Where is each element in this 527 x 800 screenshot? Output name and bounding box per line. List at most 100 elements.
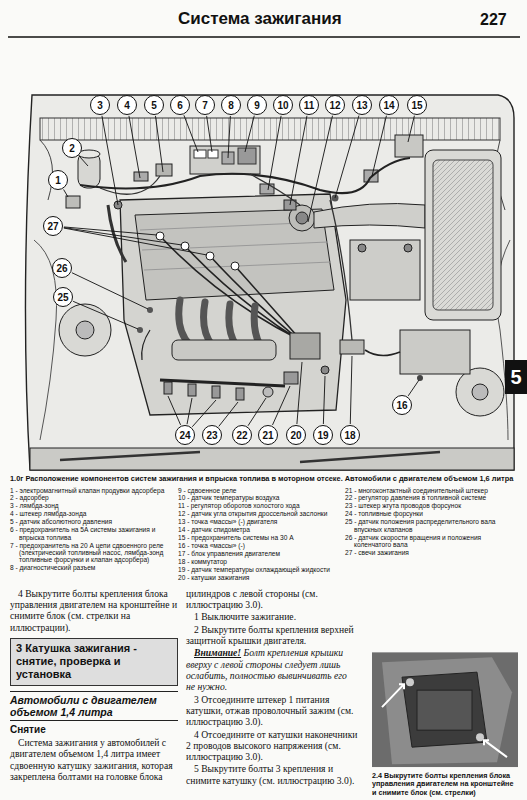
node-text: 1 (55, 175, 61, 186)
legend-entry: 9 - сдвоенное реле (178, 487, 338, 494)
node-text: 2 (69, 143, 75, 154)
node-text: 5 (151, 100, 157, 111)
photo-figure (372, 652, 518, 767)
leader-line (268, 116, 281, 190)
callout-number: 11 (299, 95, 319, 115)
legend-entry: 8 - диагностический разъем (10, 564, 170, 571)
chapter-tab: 5 (505, 360, 527, 394)
legend-entry: 12 - датчик угла открытия дроссельной за… (178, 510, 338, 517)
legend-entry: 26 - датчик скорости вращения и положени… (345, 534, 515, 549)
leader-line (187, 398, 192, 424)
node-text: 12 (329, 100, 340, 111)
legend-entry: 5 - датчик абсолютного давления (10, 518, 170, 525)
leader-line (168, 396, 181, 425)
node-text: 11 (304, 100, 315, 111)
legend-entry: 16 - точка «массы» (-) (178, 542, 338, 549)
node-text: 9 (254, 100, 260, 111)
callout-number: 22 (232, 425, 252, 445)
node-text: 4 (124, 100, 130, 111)
leader-line (64, 228, 207, 255)
node-text: 22 (236, 430, 247, 441)
node-text: 14 (383, 100, 394, 111)
node-text: 6 (177, 100, 183, 111)
legend-entry: 24 - топливные форсунки (345, 510, 515, 517)
node-text: 20 (290, 430, 301, 441)
leader-line (273, 386, 290, 425)
callout-number: 12 (325, 95, 345, 115)
legend-entry: 1 - электромагнитный клапан продувки адс… (10, 487, 170, 494)
node-text: 19 (317, 430, 328, 441)
body-paragraph: 2 Выкрутите болты крепления верхней защи… (186, 624, 358, 647)
leader-line (64, 189, 68, 197)
running-title: Система зажигания (178, 9, 342, 29)
callout-number: 13 (352, 95, 372, 115)
body-paragraph: 1 Выключите зажигание. (186, 611, 358, 622)
leader-line (408, 380, 419, 396)
body-paragraph: цилиндров с левой стороны (см. иллюстрац… (186, 588, 358, 611)
callout-number: 4 (117, 95, 137, 115)
node-text: 21 (262, 430, 273, 441)
callout-number: 26 (52, 258, 72, 278)
legend-entry: 25 - датчик положения распределительного… (345, 518, 515, 533)
node-text: 13 (356, 100, 367, 111)
legend-entry: 3 - лямбда-зонд (10, 502, 170, 509)
leader-line (335, 116, 359, 198)
leader-line (350, 356, 352, 424)
legend-entry: 11 - регулятор оборотов холостого хода (178, 502, 338, 509)
section-heading-box: 3 Катушка зажигания - снятие, проверка и… (10, 638, 178, 686)
figure-caption: 2.4 Выкрутите болты крепления блока упра… (372, 772, 518, 797)
body-paragraph: 3 Отсоедините штекер 1 питания катушки, … (186, 694, 358, 728)
node-text: 15 (411, 100, 422, 111)
body-paragraph: Система зажигания у автомобилей с двигат… (10, 737, 178, 782)
legend-entry: 19 - датчик температуры охлаждающей жидк… (178, 566, 338, 573)
callout-number: 7 (195, 95, 215, 115)
node-text: 8 (228, 100, 234, 111)
leader-line (408, 116, 414, 142)
callout-number: 15 (407, 95, 427, 115)
leader-line (248, 398, 266, 426)
callout-number: 8 (221, 95, 241, 115)
legend-entry: 22 - регулятор давления в топливной сист… (345, 494, 515, 501)
callout-number: 16 (392, 395, 412, 415)
callout-number: 9 (247, 95, 267, 115)
leader-line (297, 362, 302, 424)
leader-line (290, 116, 307, 205)
callout-number: 20 (286, 425, 306, 445)
figure-caption: 1.0г Расположение компонентов систем заж… (10, 475, 515, 484)
legend-entry: 20 - катушки зажигания (178, 574, 338, 581)
leader-line (228, 116, 230, 158)
body-paragraph: 5 Выкрутите болты 3 крепления и снимите … (186, 763, 358, 786)
node-text: 18 (344, 430, 355, 441)
leader-line (308, 116, 333, 222)
callout-number: 3 (90, 95, 110, 115)
legend-entry: 14 - датчик спидометра (178, 526, 338, 533)
node-text: 23 (206, 430, 217, 441)
leader-line (323, 376, 325, 424)
node-text: 3 Катушка зажигания - снятие, проверка и… (16, 642, 137, 680)
legend-entry: 21 - многоконтактный соединительный штек… (345, 487, 515, 494)
callout-number: 18 (340, 425, 360, 445)
node-text: 24 (179, 430, 190, 441)
legend-entry: 23 - штекер жгута проводов форсунок (345, 502, 515, 509)
callout-number: 2 (62, 138, 82, 158)
legend-entry: 2 - адсорбер (10, 494, 170, 501)
leader-line (79, 156, 88, 166)
callout-number: 21 (258, 425, 278, 445)
legend-entry: 17 - блок управления двигателем (178, 550, 338, 557)
callout-number: 19 (313, 425, 333, 445)
leader-line (245, 116, 254, 152)
warning-paragraph: Внимание! Болт крепления крышки вверху с… (186, 647, 358, 692)
leader-line (64, 228, 182, 245)
leader-line (129, 116, 140, 178)
node-text: 7 (202, 100, 208, 111)
subheading: Автомобили с двигателем объемом 1,4 литр… (10, 691, 178, 722)
legend-entry: 6 - предохранитель на 5А системы зажиган… (10, 526, 170, 541)
body-paragraph: 4 Отсоедините от катушки наконечники 2 п… (186, 729, 358, 763)
leader-line (219, 402, 238, 426)
legend-entry: 7 - предохранитель на 20 А цепи сдвоенно… (10, 542, 170, 564)
subsubheading: Снятие (10, 724, 178, 736)
node-text: 10 (277, 100, 288, 111)
leader-line (184, 115, 198, 152)
node-text: 3 (97, 100, 103, 111)
